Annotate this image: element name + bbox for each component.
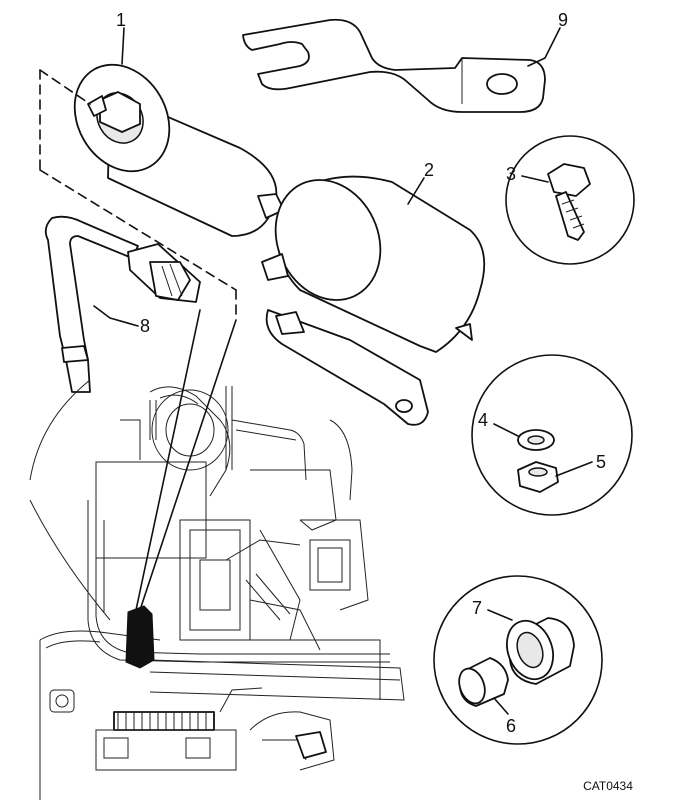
callout-4: 4 (478, 410, 488, 430)
callout-6: 6 (506, 716, 516, 736)
callout-8: 8 (140, 316, 150, 336)
callout-2: 2 (424, 160, 434, 180)
part-1-fuel-filter (73, 63, 285, 237)
part-9-bracket (242, 18, 546, 113)
catalog-reference: CAT0434 (583, 779, 633, 793)
part-6-7-bushing-detail (433, 575, 603, 745)
part-2-housing (261, 175, 486, 426)
guide-lines (39, 69, 237, 321)
callout-3: 3 (506, 164, 516, 184)
location-pointer (125, 309, 237, 669)
callout-labels: 1 9 2 3 8 4 5 7 6 (116, 10, 606, 736)
callout-5: 5 (596, 452, 606, 472)
callout-leaders (93, 27, 593, 715)
part-4-5-nut-detail (471, 354, 633, 516)
part-8-pipe (44, 215, 201, 393)
callout-1: 1 (116, 10, 126, 30)
callout-9: 9 (558, 10, 568, 30)
part-3-bolt-detail (505, 135, 635, 265)
engine-bay-location-view (29, 379, 405, 800)
callout-7: 7 (472, 598, 482, 618)
